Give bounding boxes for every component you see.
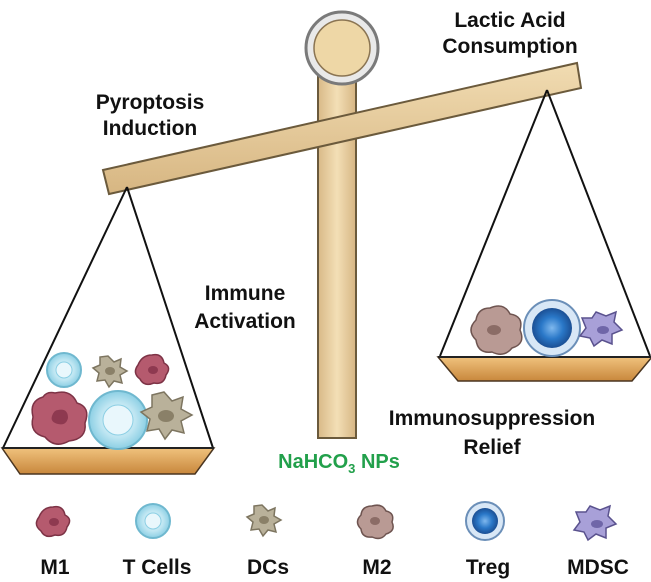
treg-cell-icon [523, 299, 581, 357]
legend-m2 [356, 504, 394, 540]
immunosupp-label-1: Immunosuppression [389, 407, 596, 430]
legend-label-m2: M2 [362, 556, 391, 579]
pivot-knob-inner [313, 19, 371, 77]
dc-cell-icon [91, 355, 129, 389]
legend-label-treg: Treg [466, 556, 510, 579]
legend-label-dcs: DCs [247, 556, 289, 579]
mdsc-cell-icon [578, 310, 624, 348]
legend-label-t-cells: T Cells [123, 556, 192, 579]
lactic-label-1: Lactic Acid [454, 9, 565, 32]
t-cell-icon [88, 390, 148, 450]
immune-label-2: Activation [194, 310, 296, 333]
treg-core [472, 508, 498, 534]
m1-nucleus [49, 518, 59, 526]
legend: M1 T Cells DCs M2 Treg MDSC [35, 501, 629, 579]
right-string-b [546, 89, 651, 357]
legend-t-cells [135, 503, 171, 539]
legend-dcs [245, 504, 283, 538]
mdsc-nucleus [591, 520, 603, 528]
legend-mdsc [572, 504, 618, 542]
t-cell-core [144, 512, 162, 530]
left-pan [0, 447, 216, 475]
immune-label-1: Immune [205, 282, 286, 305]
legend-m1 [35, 505, 71, 538]
pyroptosis-label-2: Induction [103, 117, 197, 140]
legend-label-m1: M1 [40, 556, 69, 579]
dc-nucleus [259, 516, 269, 524]
m1-cell-icon [134, 353, 170, 386]
left-string-b [126, 186, 214, 449]
legend-treg [465, 501, 505, 541]
lactic-label-2: Consumption [442, 35, 577, 58]
right-pan [436, 356, 651, 382]
m2-nucleus [370, 517, 380, 525]
dc-cell-icon [139, 391, 194, 441]
m1-cell-icon [31, 391, 88, 445]
right-string-a [439, 89, 548, 357]
t-cell-icon [46, 352, 82, 388]
m2-cell-icon [470, 305, 523, 355]
nanoparticle-label: NaHCO3 NPs [278, 451, 400, 476]
immunosupp-label-2: Relief [463, 436, 521, 459]
legend-label-mdsc: MDSC [567, 556, 629, 579]
pyroptosis-label-1: Pyroptosis [96, 91, 205, 114]
balance-beam [101, 61, 583, 196]
left-string-a [2, 186, 128, 449]
